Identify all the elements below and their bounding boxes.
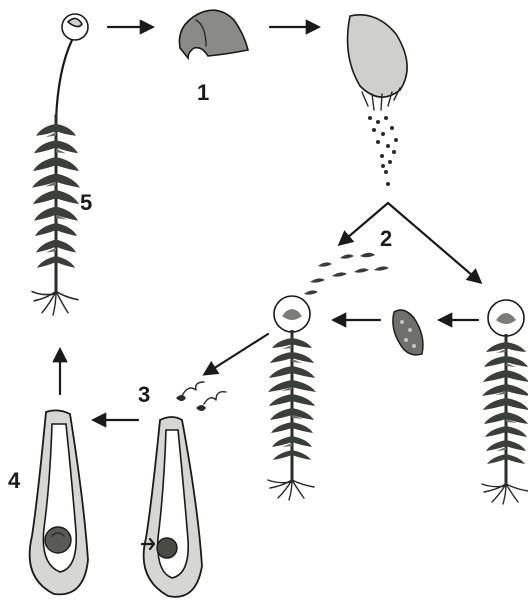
male-gametophyte-shoot: [482, 300, 528, 504]
label-stage-1: 1: [197, 80, 209, 105]
label-stage-5: 5: [80, 190, 92, 215]
label-stage-4: 4: [8, 468, 21, 493]
mature-moss-with-sporophyte: [32, 14, 88, 315]
germinating-spores: [304, 253, 389, 295]
label-stage-2: 2: [380, 226, 392, 251]
arrow-to-right-plant: [388, 203, 480, 282]
female-gametophyte-shoot: [268, 296, 316, 500]
open-capsule-releasing-spores: [348, 15, 408, 186]
arrow-to-fertilization: [205, 334, 268, 374]
calyptra-cap: [179, 10, 248, 58]
archegonium-with-zygote: [30, 410, 88, 594]
archegonium-fertilization: [142, 417, 202, 597]
seta: [56, 40, 72, 120]
label-stage-3: 3: [138, 382, 150, 407]
antheridium-cluster: [393, 310, 423, 355]
sperm-cells: [176, 382, 226, 411]
